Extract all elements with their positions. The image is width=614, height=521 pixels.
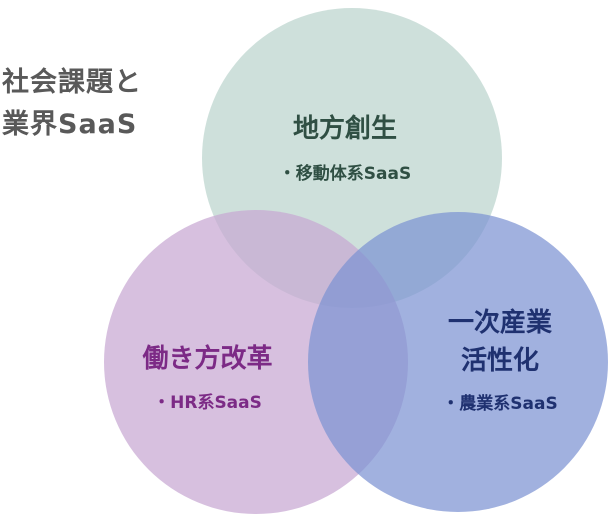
heading-line-1: 社会課題と — [2, 67, 142, 98]
label-regional: 地方創生 ・移動体系SaaS — [245, 110, 445, 186]
work-title: 働き方改革 — [142, 344, 273, 374]
circle-industry — [308, 212, 608, 512]
diagram-heading: 社会課題と 業界SaaS — [2, 62, 142, 146]
industry-title-line-1: 一次産業 — [447, 308, 552, 338]
regional-sub: ・移動体系SaaS — [278, 164, 412, 184]
label-primary-industry: 一次産業 活性化 ・農業系SaaS — [395, 304, 605, 416]
industry-title-line-2: 活性化 — [460, 346, 539, 376]
label-work-reform: 働き方改革 ・HR系SaaS — [105, 340, 310, 415]
heading-line-2: 業界SaaS — [2, 109, 138, 140]
work-sub: ・HR系SaaS — [153, 393, 262, 413]
regional-title: 地方創生 — [292, 114, 397, 144]
industry-sub: ・農業系SaaS — [442, 394, 558, 414]
